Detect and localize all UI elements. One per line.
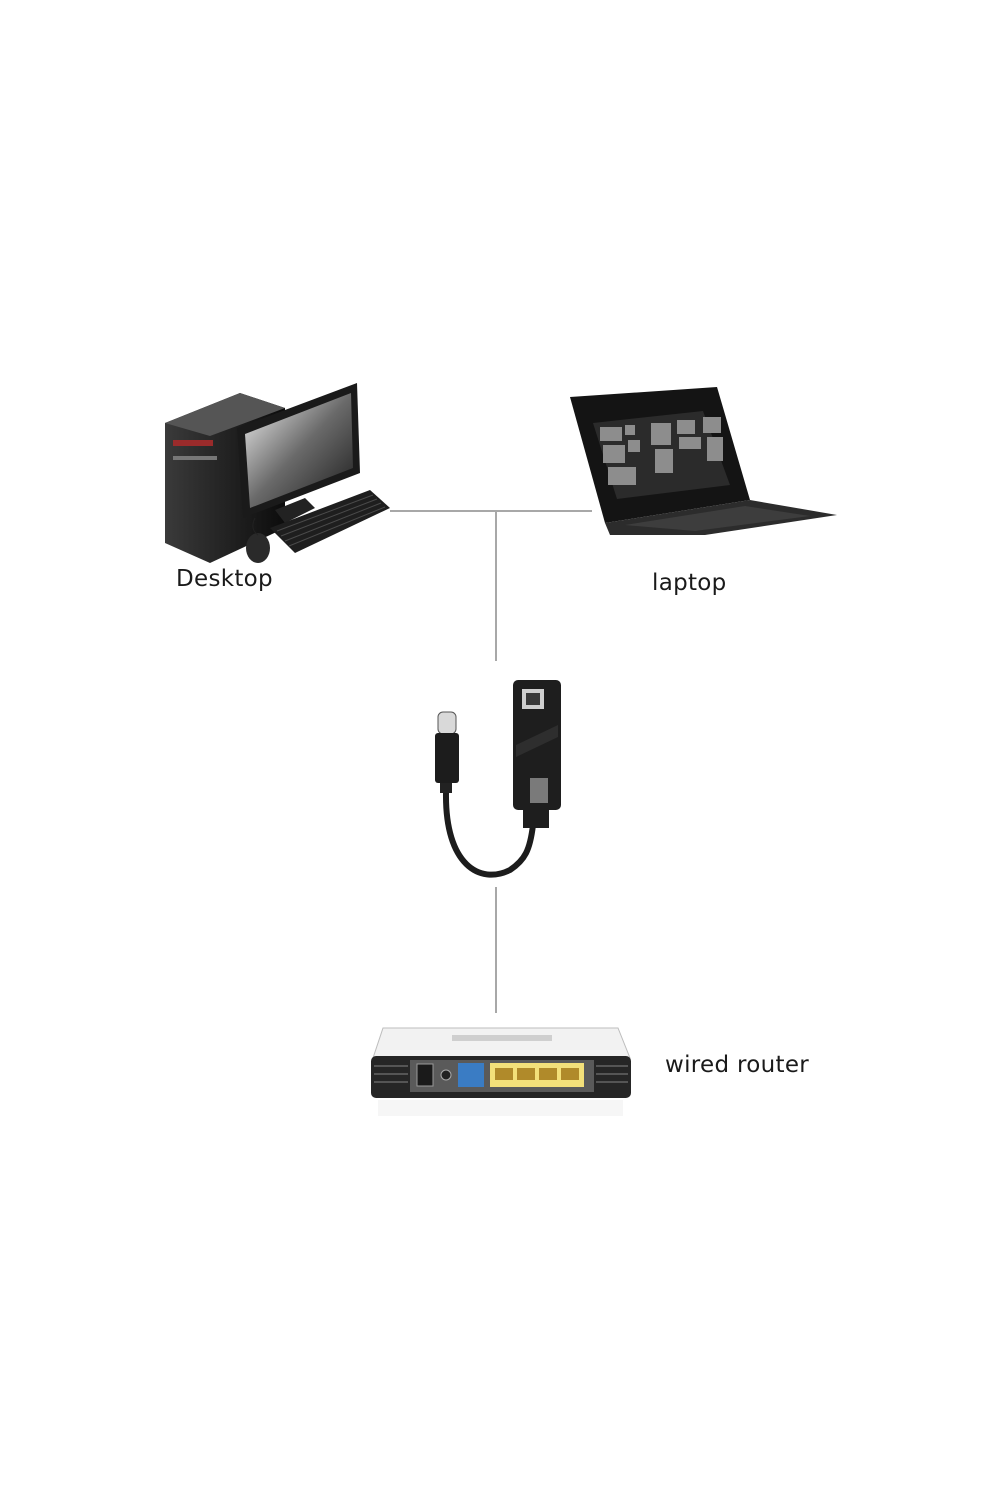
desktop-label: Desktop [176, 566, 273, 592]
connector-desktop-laptop [390, 510, 592, 512]
usb-c-ethernet-adapter-icon [435, 680, 561, 878]
laptop-icon [570, 387, 837, 535]
desktop-computer-icon [165, 383, 390, 563]
connector-adapter-router [495, 887, 497, 1013]
wired-router-icon [371, 1027, 631, 1116]
router-label: wired router [665, 1052, 810, 1078]
connector-to-adapter [495, 511, 497, 661]
desktop-node [155, 378, 395, 568]
laptop-node [565, 385, 840, 535]
adapter-node [430, 675, 570, 885]
laptop-label: laptop [652, 570, 727, 596]
router-node [368, 1020, 633, 1120]
